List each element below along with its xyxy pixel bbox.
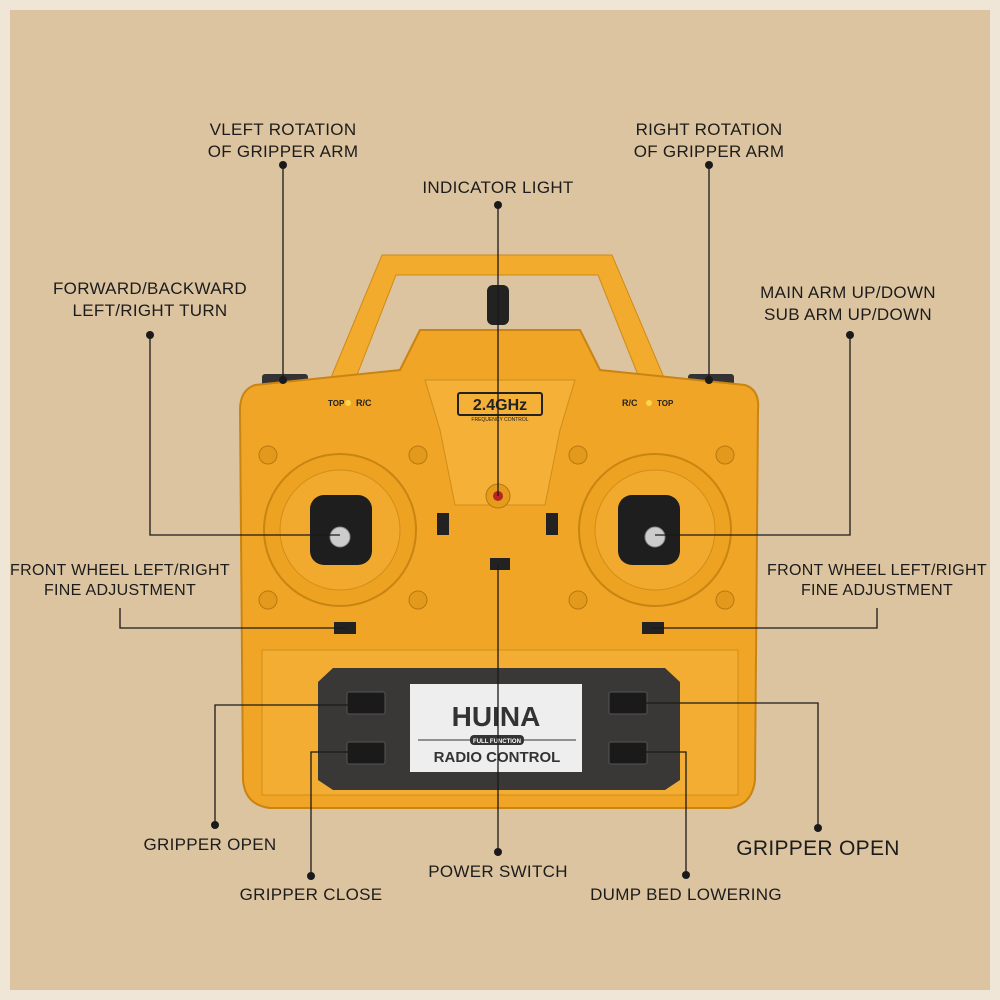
label-line: FRONT WHEEL LEFT/RIGHT (767, 562, 987, 579)
left-stick-gimbal (263, 453, 417, 607)
right-top-badge: TOP (657, 399, 674, 408)
right-stick-gimbal (578, 453, 732, 607)
frequency-label: 2.4GHz (473, 397, 527, 414)
left-stick-label: FORWARD/BACKWARD LEFT/RIGHT TURN (53, 278, 247, 322)
right-stick-label: MAIN ARM UP/DOWN SUB ARM UP/DOWN (760, 282, 936, 326)
gripper-open-right-label: GRIPPER OPEN (736, 837, 900, 860)
right-trim-label: FRONT WHEEL LEFT/RIGHT FINE ADJUSTMENT (767, 561, 987, 601)
gripper-close-label: GRIPPER CLOSE (239, 885, 383, 904)
left-rc-badge: R/C (356, 398, 372, 408)
label-line: MAIN ARM UP/DOWN (760, 283, 936, 302)
label-line: OF GRIPPER ARM (207, 142, 359, 161)
indicator-light-label: INDICATOR LIGHT (422, 178, 574, 197)
power-switch (490, 558, 510, 570)
right-rc-badge: R/C (622, 398, 638, 408)
label-line: OF GRIPPER ARM (633, 142, 785, 161)
dump-bed-lowering-label: DUMP BED LOWERING (590, 885, 782, 904)
label-line: VLEFT ROTATION (209, 120, 357, 139)
callout-dots (146, 161, 854, 880)
dump-bed-lower-switch (608, 741, 648, 765)
label-line: FINE ADJUSTMENT (800, 582, 954, 599)
power-switch-label: POWER SWITCH (428, 862, 568, 881)
full-function-label: FULL FUNCTION (473, 739, 521, 745)
label-line: LEFT/RIGHT TURN (72, 301, 228, 320)
brand-label (410, 684, 582, 772)
left-top-badge: TOP (328, 399, 345, 408)
right-rotation-label: RIGHT ROTATION OF GRIPPER ARM (634, 119, 785, 163)
callout-lines (119, 165, 878, 876)
label-line: SUB ARM UP/DOWN (764, 305, 932, 324)
label-line: FINE ADJUSTMENT (43, 582, 197, 599)
label-line: FRONT WHEEL LEFT/RIGHT (10, 562, 230, 579)
gripper-close-switch (346, 741, 386, 765)
label-line: RIGHT ROTATION (635, 120, 783, 139)
gripper-open-switch (346, 691, 386, 715)
brand-logo: HUINA (452, 701, 541, 732)
left-rotation-label: VLEFT ROTATION OF GRIPPER ARM (208, 119, 359, 163)
left-trim-label: FRONT WHEEL LEFT/RIGHT FINE ADJUSTMENT (10, 561, 230, 601)
radio-control-label: RADIO CONTROL (434, 749, 561, 766)
frequency-sub-label: FREQUENCY CONTROL (471, 417, 528, 423)
gripper-open-left-label: GRIPPER OPEN (143, 835, 277, 854)
label-line: FORWARD/BACKWARD (52, 279, 248, 298)
